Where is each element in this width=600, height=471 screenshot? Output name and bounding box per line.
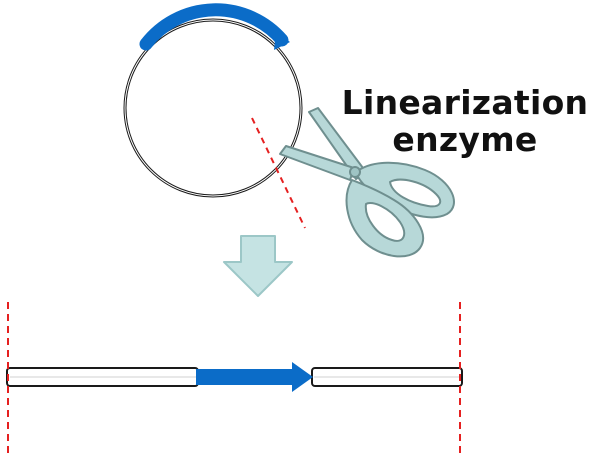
plasmid-insert-arc xyxy=(139,3,290,51)
scissors-icon xyxy=(279,107,455,258)
down-arrow-icon xyxy=(223,235,293,297)
plasmid-cut-line xyxy=(251,117,306,229)
circular-plasmid xyxy=(123,18,303,198)
enzyme-label-line1: Linearization xyxy=(341,83,589,122)
linear-dna xyxy=(6,362,463,392)
enzyme-label-line2: enzyme xyxy=(392,120,538,159)
enzyme-label: Linearization enzyme xyxy=(340,84,590,158)
linear-insert-arrow xyxy=(196,362,313,392)
